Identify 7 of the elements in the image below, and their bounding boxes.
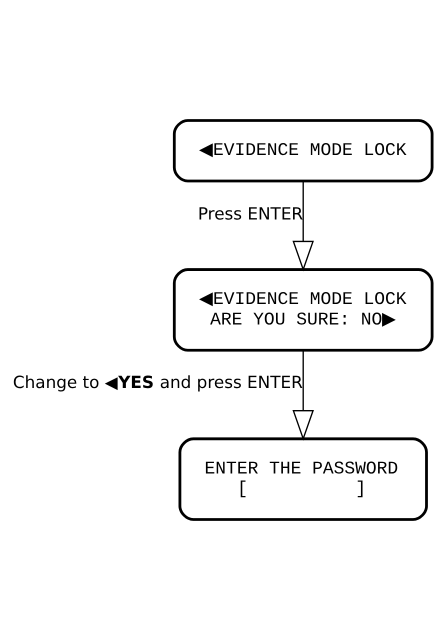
node-box: ◀EVIDENCE MODE LOCK xyxy=(172,119,434,182)
edge-label: Change to ◀YES and press ENTER xyxy=(12,372,303,392)
edge-label: Press ENTER xyxy=(198,203,304,224)
arrow xyxy=(292,350,314,441)
node-box: ◀EVIDENCE MODE LOCK ARE YOU SURE: NO▶ xyxy=(172,268,434,352)
arrow xyxy=(292,181,314,272)
node-box: ENTER THE PASSWORD [ ] xyxy=(178,437,428,521)
